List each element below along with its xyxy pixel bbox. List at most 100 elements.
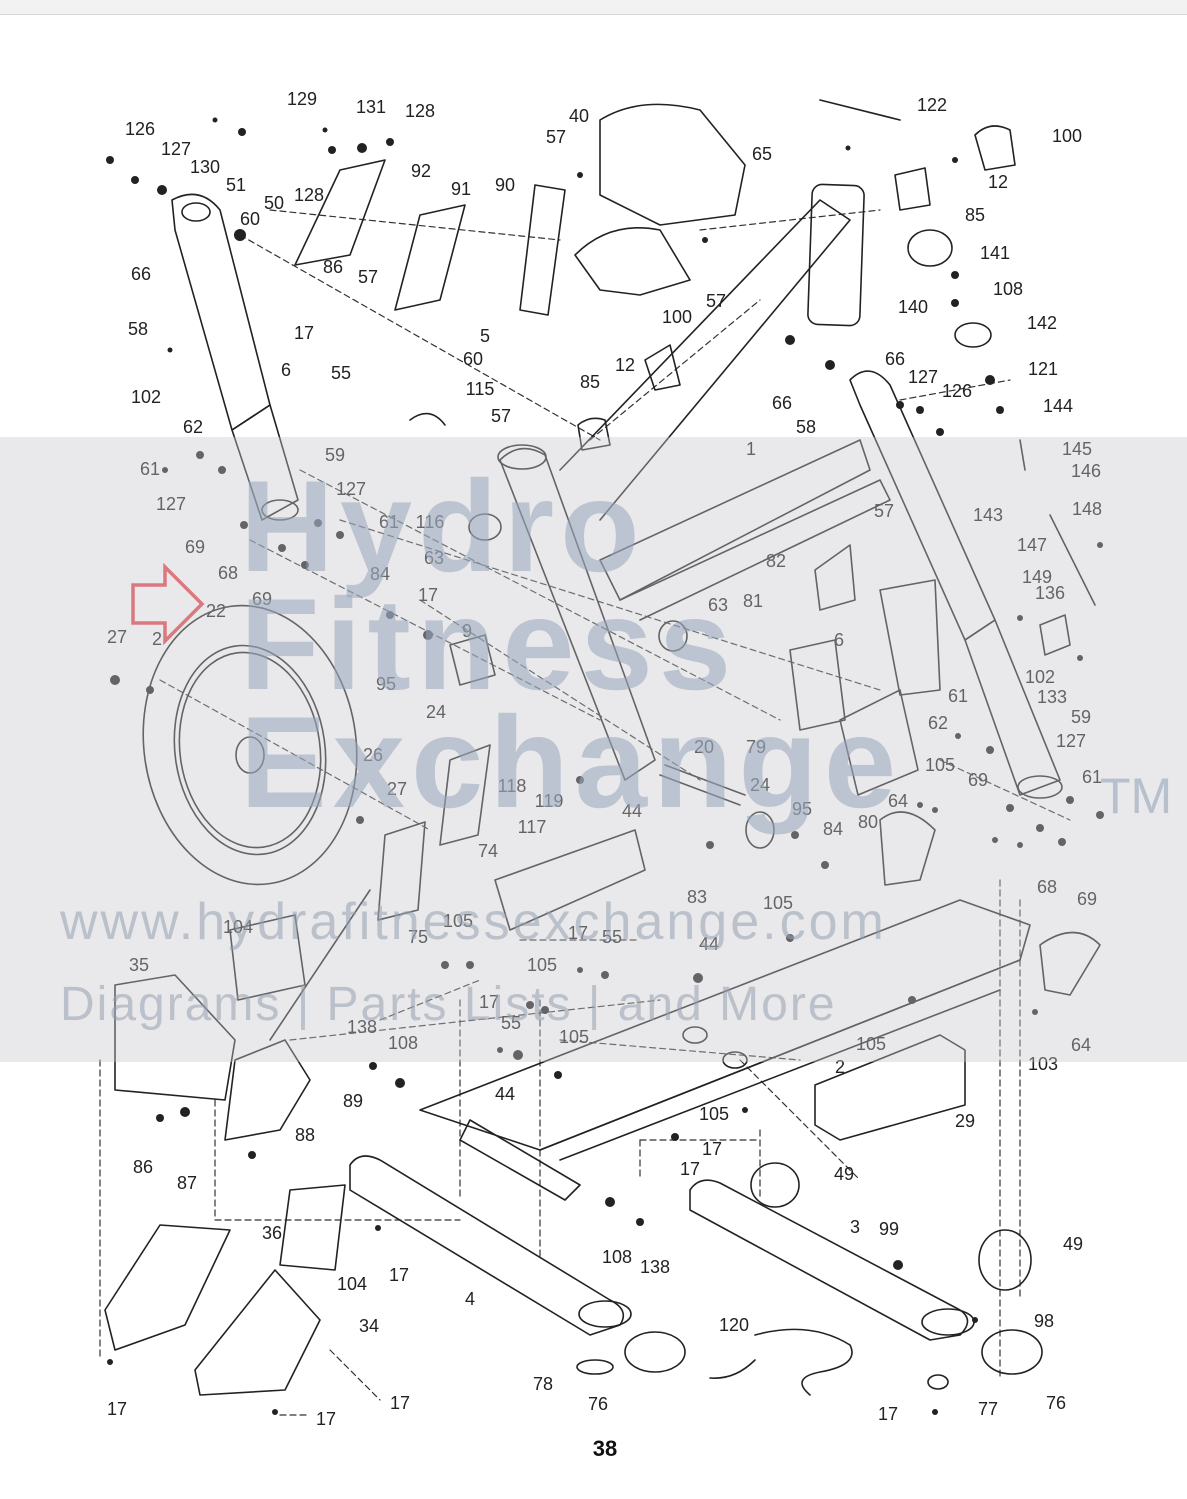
- roller-parts: [377, 513, 775, 921]
- part-label-85: 85: [580, 372, 600, 392]
- part-label-61: 61: [379, 512, 399, 532]
- part-label-44: 44: [622, 801, 642, 821]
- base-crossbars: [349, 1155, 975, 1341]
- part-label-127: 127: [156, 494, 186, 514]
- part-label-2: 2: [152, 629, 162, 649]
- part-label-59: 59: [1071, 707, 1091, 727]
- part-label-81: 81: [743, 591, 763, 611]
- part-label-105: 105: [856, 1034, 886, 1054]
- part-label-57: 57: [491, 406, 511, 426]
- end-caps: [576, 1162, 1043, 1390]
- part-label-76: 76: [1046, 1393, 1066, 1413]
- part-label-6: 6: [281, 360, 291, 380]
- part-label-6: 6: [834, 630, 844, 650]
- part-label-127: 127: [908, 367, 938, 387]
- part-label-17: 17: [568, 923, 588, 943]
- part-label-84: 84: [823, 819, 843, 839]
- part-label-86: 86: [323, 257, 343, 277]
- part-label-61: 61: [140, 459, 160, 479]
- part-label-61: 61: [1082, 767, 1102, 787]
- part-label-62: 62: [928, 713, 948, 733]
- motor-assembly: [224, 889, 371, 1141]
- part-label-105: 105: [527, 955, 557, 975]
- part-label-68: 68: [218, 563, 238, 583]
- part-label-60: 60: [240, 209, 260, 229]
- part-label-91: 91: [451, 179, 471, 199]
- part-label-126: 126: [125, 119, 155, 139]
- part-label-17: 17: [878, 1404, 898, 1424]
- part-label-142: 142: [1027, 313, 1057, 333]
- part-label-44: 44: [699, 934, 719, 954]
- bracket-parts: [229, 544, 1101, 1001]
- part-label-105: 105: [559, 1027, 589, 1047]
- part-label-126: 126: [942, 381, 972, 401]
- part-label-88: 88: [295, 1125, 315, 1145]
- part-label-66: 66: [131, 264, 151, 284]
- part-label-146: 146: [1071, 461, 1101, 481]
- part-label-22: 22: [206, 601, 226, 621]
- part-label-105: 105: [699, 1104, 729, 1124]
- part-label-102: 102: [131, 387, 161, 407]
- part-label-105: 105: [443, 911, 473, 931]
- part-label-29: 29: [955, 1111, 975, 1131]
- part-label-119: 119: [535, 791, 564, 811]
- part-label-36: 36: [262, 1223, 282, 1243]
- part-label-99: 99: [879, 1219, 899, 1239]
- part-label-49: 49: [834, 1164, 854, 1184]
- base-frame: [419, 899, 1031, 1201]
- part-label-17: 17: [680, 1159, 700, 1179]
- cover-parts: [104, 974, 966, 1396]
- part-label-89: 89: [343, 1091, 363, 1111]
- part-label-76: 76: [588, 1394, 608, 1414]
- part-label-121: 121: [1028, 359, 1058, 379]
- part-label-108: 108: [993, 279, 1023, 299]
- part-label-66: 66: [772, 393, 792, 413]
- part-label-34: 34: [359, 1316, 379, 1336]
- part-label-129: 129: [287, 89, 317, 109]
- part-label-63: 63: [708, 595, 728, 615]
- part-label-138: 138: [640, 1257, 670, 1277]
- part-label-3: 3: [850, 1217, 860, 1237]
- part-label-63: 63: [424, 548, 444, 568]
- part-label-92: 92: [411, 161, 431, 181]
- page-number: 38: [592, 1436, 618, 1461]
- part-label-84: 84: [370, 564, 390, 584]
- part-label-128: 128: [294, 185, 324, 205]
- part-label-141: 141: [980, 243, 1010, 263]
- part-label-86: 86: [133, 1157, 153, 1177]
- part-label-148: 148: [1072, 499, 1102, 519]
- part-label-144: 144: [1043, 396, 1073, 416]
- left-upper-arm: [171, 193, 299, 521]
- part-label-104: 104: [337, 1274, 367, 1294]
- part-label-24: 24: [426, 702, 446, 722]
- part-label-58: 58: [796, 417, 816, 437]
- part-label-58: 58: [128, 319, 148, 339]
- part-label-5: 5: [480, 326, 490, 346]
- right-upper-arm: [849, 370, 1063, 799]
- part-label-50: 50: [264, 193, 284, 213]
- part-label-82: 82: [766, 551, 786, 571]
- part-label-118: 118: [498, 776, 527, 796]
- part-label-44: 44: [495, 1084, 515, 1104]
- part-label-127: 127: [1056, 731, 1086, 751]
- part-label-27: 27: [107, 627, 127, 647]
- part-label-104: 104: [223, 917, 253, 937]
- part-label-87: 87: [177, 1173, 197, 1193]
- part-label-17: 17: [316, 1409, 336, 1429]
- part-label-69: 69: [1077, 889, 1097, 909]
- part-label-136: 136: [1035, 583, 1065, 603]
- part-label-127: 127: [336, 479, 366, 499]
- main-frame-upright: [497, 183, 891, 781]
- part-label-57: 57: [546, 127, 566, 147]
- part-label-98: 98: [1034, 1311, 1054, 1331]
- part-label-149: 149: [1022, 567, 1052, 587]
- part-label-78: 78: [533, 1374, 553, 1394]
- part-label-57: 57: [358, 267, 378, 287]
- middle-upper-parts: [409, 344, 681, 451]
- part-label-105: 105: [763, 893, 793, 913]
- part-label-17: 17: [702, 1139, 722, 1159]
- part-label-95: 95: [376, 674, 396, 694]
- part-label-12: 12: [615, 355, 635, 375]
